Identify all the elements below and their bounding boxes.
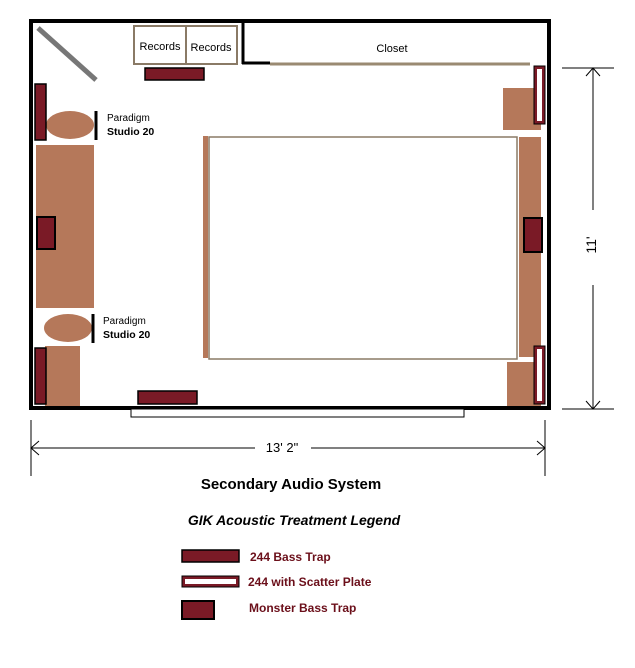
legend-item-monster-trap: Monster Bass Trap — [181, 600, 356, 620]
diagram-title: Secondary Audio System — [201, 476, 381, 493]
legend-item-bass-trap: 244 Bass Trap — [181, 549, 331, 564]
speaker-bottom-model: Studio 20 — [103, 329, 150, 341]
rug-area — [203, 136, 518, 360]
legend-swatch-bass-trap — [181, 549, 240, 563]
closet-label: Closet — [376, 43, 407, 55]
speaker-markers — [91, 111, 98, 343]
records-label-left: Records — [140, 41, 181, 53]
width-label-bg — [255, 436, 311, 458]
height-dimension — [562, 67, 614, 410]
legend-swatch-monster-trap — [181, 600, 215, 620]
legend-item-scatter-plate: 244 with Scatter Plate — [181, 575, 372, 589]
speaker-top-brand: Paradigm — [107, 113, 150, 124]
width-label: 13' 2" — [266, 440, 299, 455]
speaker-bottom-brand: Paradigm — [103, 316, 146, 327]
legend-title: GIK Acoustic Treatment Legend — [188, 512, 401, 528]
height-label: 11' — [583, 236, 599, 253]
bass-traps-244 — [34, 67, 205, 405]
monster-bass-traps — [36, 216, 543, 253]
scatter-plate-traps — [130, 65, 546, 418]
records-label-right: Records — [191, 42, 232, 54]
legend-label-monster-trap: Monster Bass Trap — [249, 601, 356, 615]
legend-label-bass-trap: 244 Bass Trap — [250, 550, 331, 564]
room-walls — [29, 19, 551, 410]
legend-label-scatter-plate: 244 with Scatter Plate — [248, 575, 372, 589]
speaker-top-model: Studio 20 — [107, 126, 154, 138]
records-shelves: Records Records — [133, 25, 238, 65]
